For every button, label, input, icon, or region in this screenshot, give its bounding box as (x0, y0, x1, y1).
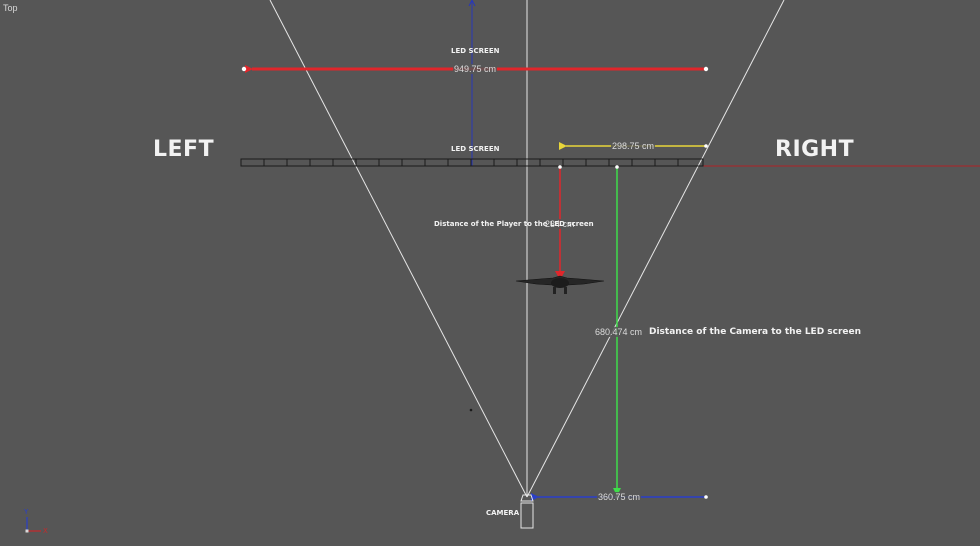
player-icon[interactable] (515, 275, 605, 294)
camera-distance-value: 680.474 cm (594, 327, 644, 337)
player-distance-note: Distance of the Player to the LED screen (434, 220, 594, 228)
axis-gizmo-icon (25, 517, 41, 533)
led-screen-label-mid: LED SCREEN (451, 145, 500, 153)
left-label: LEFT (153, 137, 215, 162)
camera-object-icon[interactable] (520, 494, 534, 529)
frustum-right-line (526, 0, 785, 498)
camera-offset-value: 360.75 cm (597, 492, 642, 502)
led-screen-panels[interactable] (240, 158, 704, 167)
player-distance-value: 234 cm (544, 219, 576, 229)
viewport-label[interactable]: Top (3, 3, 18, 13)
camera-label: CAMERA (486, 509, 520, 517)
scene-point (469, 408, 473, 412)
gizmo-y-label: Y (24, 508, 29, 516)
led-screen-label-top: LED SCREEN (451, 47, 500, 55)
camera-distance-note: Distance of the Camera to the LED screen (649, 327, 862, 337)
world-y-axis-arrow (468, 0, 476, 7)
gizmo-x-label: X (43, 527, 48, 535)
right-label: RIGHT (775, 137, 855, 162)
led-width-value: 949.75 cm (453, 64, 498, 74)
frustum-left-line (269, 0, 528, 498)
right-offset-value: 298.75 cm (611, 141, 656, 151)
